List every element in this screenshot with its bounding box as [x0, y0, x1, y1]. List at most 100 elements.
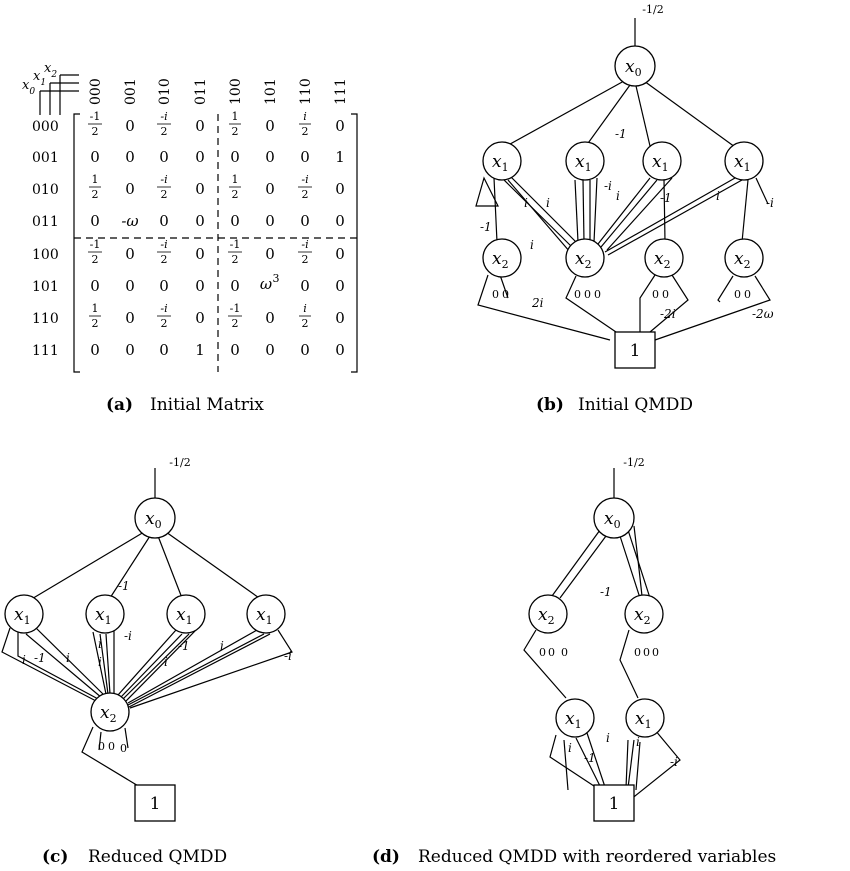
matrix-cell: -12	[228, 238, 242, 266]
edge-weight-label: -1	[600, 585, 612, 599]
matrix-cell: 0	[300, 341, 310, 359]
matrix-cell: 0	[195, 277, 205, 295]
matrix-right-bracket	[351, 113, 358, 373]
matrix-cell: 0	[159, 148, 169, 166]
terminal-node: 1	[593, 784, 635, 822]
matrix-row-header: 111	[32, 343, 59, 359]
svg-text:2: 2	[302, 188, 309, 201]
matrix-cell: 1	[195, 341, 205, 359]
svg-text:0: 0	[265, 180, 275, 198]
edge-weight-label: 2i	[531, 296, 544, 310]
edge-weight-label: i	[98, 655, 102, 669]
svg-text:0: 0	[159, 148, 169, 166]
svg-text:i: i	[303, 110, 307, 123]
edge-weight-label: i	[98, 637, 102, 651]
matrix-cell: 0	[335, 309, 345, 327]
svg-text:0: 0	[300, 341, 310, 359]
node-x2: x2	[624, 594, 664, 634]
matrix-cell: 0	[230, 212, 240, 230]
matrix-left-bracket	[73, 113, 80, 373]
matrix-cell: 0	[90, 341, 100, 359]
node-x1: x1	[625, 698, 665, 738]
matrix-cell: 0	[159, 277, 169, 295]
svg-text:0: 0	[335, 309, 345, 327]
matrix-cell: 0	[230, 277, 240, 295]
edge-weight-label: -i	[766, 196, 774, 210]
matrix-cell: 0	[230, 148, 240, 166]
node-x1: x1	[555, 698, 595, 738]
matrix-row-header: 110	[32, 311, 59, 327]
svg-text:2: 2	[232, 253, 239, 266]
matrix-cell: -i2	[298, 238, 312, 266]
matrix-cell: 0	[125, 341, 135, 359]
svg-text:i: i	[303, 302, 307, 315]
matrix-cell: i2	[299, 110, 311, 138]
matrix-cell: 0	[335, 212, 345, 230]
matrix-cell: 12	[89, 302, 101, 330]
svg-text:0: 0	[335, 212, 345, 230]
svg-text:1: 1	[335, 148, 345, 166]
matrix-col-header: 000	[88, 78, 104, 105]
svg-text:0: 0	[265, 117, 275, 135]
caption-d: (d) Reduced QMDD with reordered variable…	[372, 847, 776, 867]
matrix-cell: 0	[335, 277, 345, 295]
matrix-cell: -ω	[121, 212, 138, 230]
matrix-col-header: 010	[157, 78, 173, 105]
svg-text:(c): (c)	[42, 847, 68, 867]
edge-weight-label: i	[716, 189, 720, 203]
edge-weight-label: -1	[34, 651, 46, 665]
matrix-cell: -12	[88, 238, 102, 266]
svg-text:-i: -i	[160, 238, 167, 251]
svg-text:2: 2	[161, 253, 168, 266]
matrix-cell: -12	[88, 110, 102, 138]
svg-text:0: 0	[230, 341, 240, 359]
svg-text:2: 2	[161, 317, 168, 330]
matrix-cell: 0	[195, 148, 205, 166]
edge-weight-label: -1	[118, 579, 130, 593]
svg-text:(b): (b)	[536, 395, 564, 415]
matrix-col-header: 101	[263, 78, 279, 105]
matrix-cell: -i 2	[298, 173, 312, 201]
edge-weight-label: -i	[124, 629, 132, 643]
matrix-cell: 1	[335, 148, 345, 166]
svg-text:-i: -i	[160, 110, 167, 123]
svg-text:2: 2	[92, 253, 99, 266]
svg-text:2: 2	[232, 125, 239, 138]
initial-qmdd: -1/2 x0 x1 x1 x	[475, 3, 774, 369]
svg-text:-i: -i	[301, 173, 308, 186]
matrix-cell: 0	[125, 148, 135, 166]
edge-weight-label: -1	[480, 220, 492, 234]
caption-c: (c) Reduced QMDD	[42, 847, 227, 867]
edge-weight-label: i	[66, 651, 70, 665]
svg-text:2: 2	[161, 125, 168, 138]
node-x2: x2	[724, 238, 764, 278]
svg-text:-1: -1	[90, 110, 101, 123]
edge-weight-label: i	[546, 196, 550, 210]
matrix-cell: 0	[300, 148, 310, 166]
svg-text:0: 0	[335, 180, 345, 198]
matrix-col-header: 100	[228, 78, 244, 105]
node-x1: x1	[246, 594, 286, 634]
edge-weight-label: -2i	[660, 307, 676, 321]
matrix-cell: 0	[195, 309, 205, 327]
matrix-cell: 0	[125, 117, 135, 135]
zero-stub-label: 0	[548, 646, 555, 659]
svg-text:0: 0	[125, 245, 135, 263]
svg-text:-i: -i	[160, 173, 167, 186]
zero-stub-label: 0	[643, 646, 650, 659]
matrix-cell: 0	[125, 245, 135, 263]
svg-text:-i: -i	[301, 238, 308, 251]
edge-weight-label: i	[524, 196, 528, 210]
svg-text:0: 0	[125, 180, 135, 198]
zero-stub-label: 0	[584, 288, 591, 301]
svg-text:2: 2	[92, 188, 99, 201]
zero-stub-label: 0	[120, 742, 127, 755]
svg-text:2: 2	[232, 188, 239, 201]
matrix-cell: -i2	[157, 302, 171, 330]
svg-text:1: 1	[92, 302, 99, 315]
edge-weight-label: i	[220, 639, 224, 653]
svg-text:0: 0	[195, 245, 205, 263]
zero-stub-label: 0	[574, 288, 581, 301]
svg-text:2: 2	[92, 317, 99, 330]
svg-text:0: 0	[125, 117, 135, 135]
